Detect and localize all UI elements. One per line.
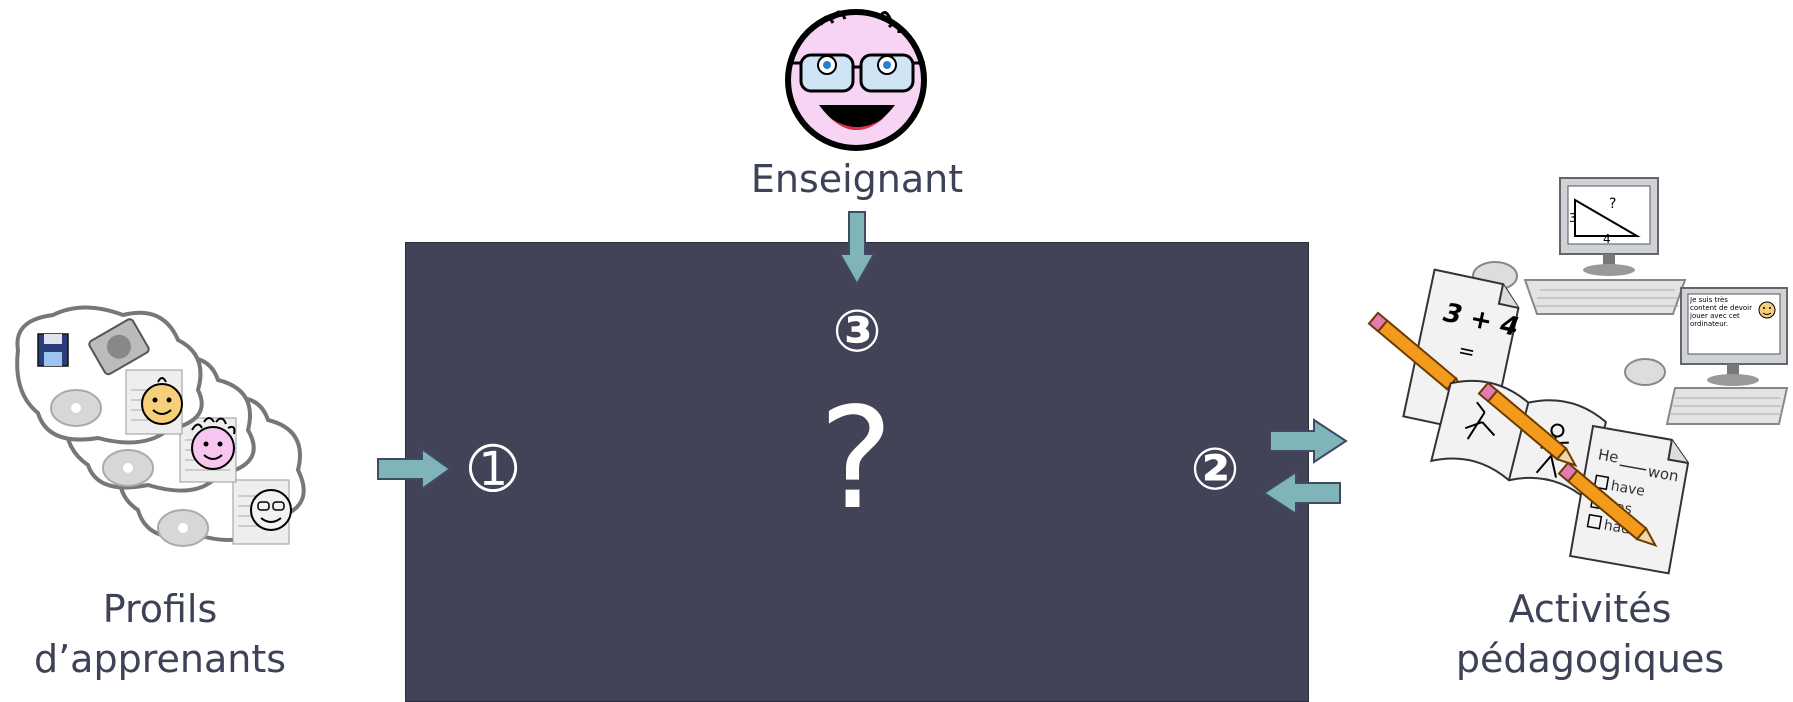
activities-illustration: ? 3 4 Je suis très content de devoir jou… <box>1367 177 1789 575</box>
quiz-sentence-start: He <box>1597 445 1620 466</box>
quiz-option-1: have <box>1610 478 1647 500</box>
unknown-process-symbol: ? <box>818 378 894 541</box>
profile-cloud-1 <box>15 305 204 445</box>
arrow-right-icon <box>377 447 452 491</box>
learner-profiles-illustration <box>15 305 306 547</box>
step-2-label: ② <box>1190 435 1240 503</box>
computer-1-icon: ? 3 4 <box>1472 177 1687 315</box>
teacher-face-icon <box>785 9 927 151</box>
quiz-worksheet-icon: He won have has had <box>1568 424 1690 575</box>
pencil-2-icon <box>1477 381 1578 468</box>
teacher-label: Enseignant <box>750 157 964 201</box>
activities-label-line2: pédagogiques <box>1455 637 1725 681</box>
arrow-in-icon <box>1262 470 1341 516</box>
triangle-bottom-label: 4 <box>1603 232 1611 246</box>
step-1-label: ➀ <box>468 435 518 503</box>
learners-label-line2: d’apprenants <box>33 637 287 681</box>
computer-2-icon: Je suis très content de devoir jouer ave… <box>1624 287 1789 425</box>
pencil-3-icon <box>1557 461 1658 548</box>
step-3-label: ③ <box>832 297 882 365</box>
quiz-sentence-end: won <box>1646 462 1680 485</box>
arrow-out-icon <box>1269 418 1348 464</box>
triangle-left-label: 3 <box>1569 211 1577 225</box>
computer-screen-text: Je suis très content de devoir jouer ave… <box>1690 296 1752 328</box>
arrow-down-icon <box>838 211 876 287</box>
learners-label-line1: Profils <box>102 587 218 631</box>
math-equals: = <box>1456 338 1477 365</box>
activities-label-line1: Activités <box>1508 587 1672 631</box>
triangle-top-label: ? <box>1609 196 1616 212</box>
